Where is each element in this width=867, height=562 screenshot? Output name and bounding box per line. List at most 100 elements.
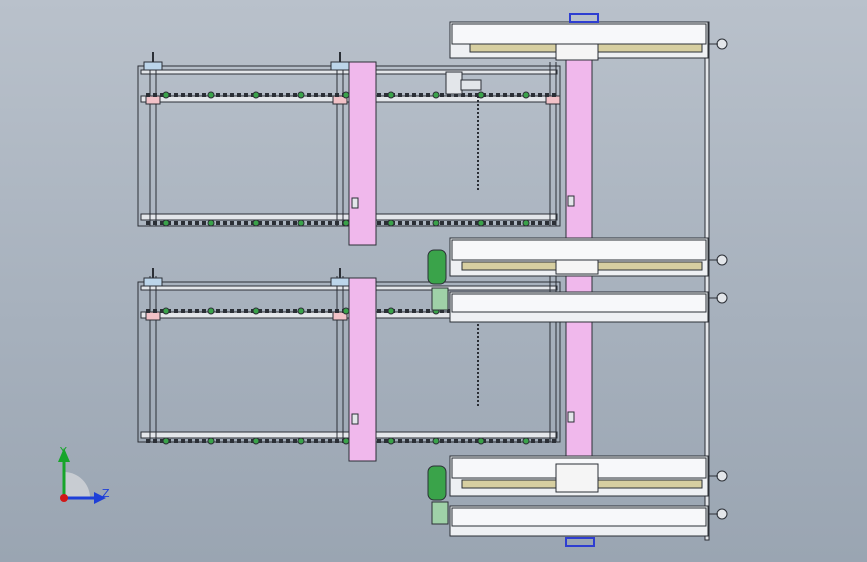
chain-roller [477,437,485,445]
chain-link [419,439,423,443]
chain-link [419,93,423,97]
chain-link [314,93,318,97]
chain-link [531,439,535,443]
chain-link [468,221,472,225]
chain-link [174,439,178,443]
chain-roller [522,91,530,99]
chain-link [398,439,402,443]
chain-link [230,93,234,97]
chain-link [216,439,220,443]
chain-roller [252,307,260,315]
chain-link [447,93,451,97]
chain-roller [162,91,170,99]
chain-link [216,309,220,313]
chain-link [440,93,444,97]
z-axis-label: Z [102,487,110,500]
chain-link [447,221,451,225]
chain-roller [477,219,485,227]
chain-link [328,439,332,443]
leveling-foot [716,470,728,482]
chain-link [223,221,227,225]
chain-link [265,221,269,225]
chain-link [146,93,150,97]
chain-roller [387,307,395,315]
chain-link [272,221,276,225]
chain-link [517,439,521,443]
coordinate-triad[interactable]: Y Z [58,445,110,504]
chain-link [510,221,514,225]
chain-link [545,439,549,443]
chain-link [160,221,164,225]
chain-link [146,439,150,443]
chain-roller [162,437,170,445]
chain-link [552,439,556,443]
chain-roller [387,91,395,99]
chain-link [377,221,381,225]
chain-link [538,439,542,443]
chain-link [335,221,339,225]
chain-link [552,221,556,225]
green-drive-units[interactable] [427,249,449,525]
chain-link [153,309,157,313]
chain-roller [432,437,440,445]
chain-link [223,439,227,443]
chain-link [188,93,192,97]
chain-link [181,221,185,225]
chain-link [244,309,248,313]
chain-link [440,439,444,443]
chain-link [510,439,514,443]
chain-link [461,93,465,97]
right-gantry-assembly[interactable] [449,13,710,547]
chain-link [181,439,185,443]
chain-link [237,439,241,443]
chain-link [440,309,444,313]
chain-link [489,221,493,225]
chain-link [223,93,227,97]
chain-link [496,221,500,225]
chain-link [307,93,311,97]
chain-link [321,93,325,97]
chain-link [293,439,297,443]
chain-roller [207,91,215,99]
chain-roller [252,437,260,445]
chain-link [272,309,276,313]
chain-link [230,221,234,225]
lower-chain-bottom [146,437,556,445]
chain-link [265,309,269,313]
x-axis-point [60,494,68,502]
chain-link [468,439,472,443]
chain-link [454,439,458,443]
chain-roller [477,91,485,99]
cad-model-assembly[interactable] [137,13,728,547]
chain-link [146,309,150,313]
chain-link [202,221,206,225]
chain-link [314,439,318,443]
chain-link [384,93,388,97]
chain-link [545,221,549,225]
chain-link [216,221,220,225]
chain-roller [297,307,305,315]
chain-link [475,221,479,225]
chain-link [230,309,234,313]
chain-link [293,221,297,225]
chain-link [468,93,472,97]
chain-link [314,309,318,313]
chain-link [405,439,409,443]
chain-link [496,439,500,443]
chain-link [335,93,339,97]
chain-link [377,439,381,443]
chain-link [377,93,381,97]
chain-link [545,93,549,97]
leveling-feet [709,38,728,520]
motor-upper [445,71,482,95]
leveling-foot [716,292,728,304]
chain-link [531,93,535,97]
chain-link [335,439,339,443]
chain-link [307,309,311,313]
chain-link [419,309,423,313]
chain-link [279,221,283,225]
chain-link [419,221,423,225]
leveling-foot [716,254,728,266]
chain-link [531,221,535,225]
